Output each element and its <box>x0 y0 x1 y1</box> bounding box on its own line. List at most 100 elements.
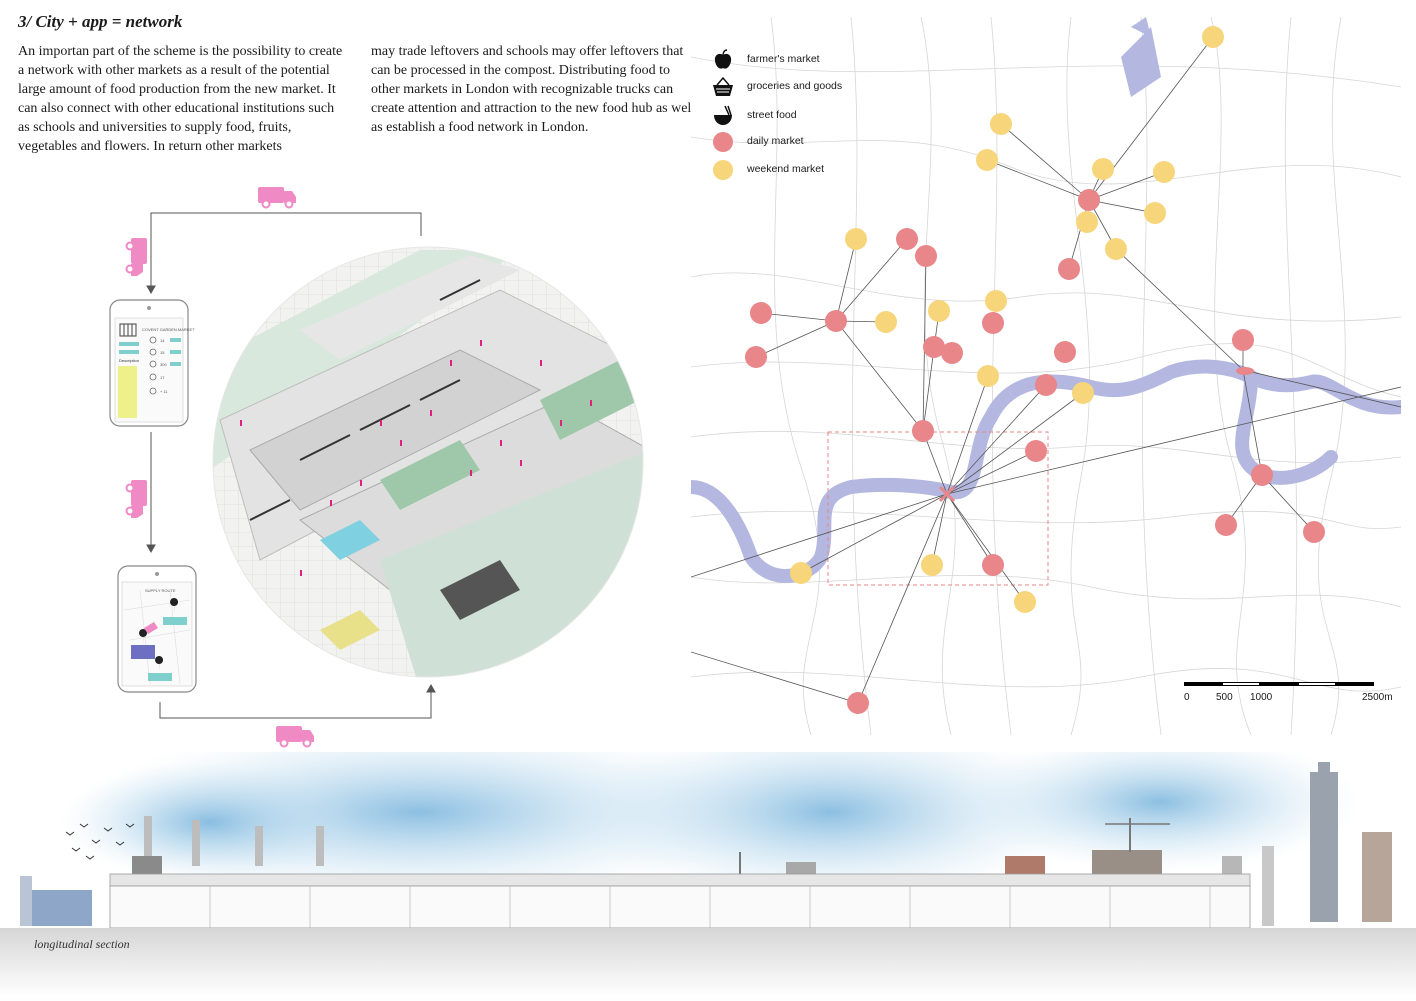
flow-lines <box>146 212 436 719</box>
location-pin-icon <box>170 598 179 614</box>
phone-route-title: SUPPLY ROUTE <box>145 588 176 593</box>
truck-marker-icon <box>144 622 158 634</box>
skyline-left <box>20 876 92 926</box>
weekend-market-node <box>928 300 950 322</box>
weekend-market-node <box>845 228 867 250</box>
daily-market-node <box>750 302 772 324</box>
daily-market-node <box>847 692 869 714</box>
scale-segment <box>1336 682 1374 686</box>
weekend-market-node <box>985 290 1007 312</box>
phone-row-value: 300 <box>160 362 167 367</box>
market-hall-section <box>109 885 1251 929</box>
legend-label: street food <box>747 109 797 121</box>
daily-market-node <box>1054 341 1076 363</box>
legend-item: daily market <box>711 130 911 154</box>
phone-market-title: COVENT GARDEN MARKET <box>142 327 195 332</box>
daily-market-node <box>1232 329 1254 351</box>
scale-segment <box>1222 682 1260 686</box>
truck-icon <box>125 480 147 518</box>
daily-market-node <box>1251 464 1273 486</box>
phone-app-market: COVENT GARDEN MARKET Description 14 15 3… <box>109 299 195 427</box>
scale-label: 500 <box>1216 692 1233 703</box>
weekend-market-node <box>1202 26 1224 48</box>
daily-market-node <box>912 420 934 442</box>
legend-item: farmer's market <box>711 48 911 72</box>
scale-label: 2500m <box>1362 692 1393 703</box>
scale-segment <box>1298 682 1336 686</box>
scale-label: 0 <box>1184 692 1190 703</box>
phone-row-value: + 11 <box>160 389 168 394</box>
weekend-market-node <box>1153 161 1175 183</box>
daily-market-dot <box>713 132 733 152</box>
intro-paragraph-right: may trade leftovers and schools may offe… <box>371 44 696 135</box>
weekend-market-node <box>921 554 943 576</box>
market-axonometric-illustration <box>213 247 643 677</box>
truck-icon <box>125 238 147 276</box>
fish-market-icon <box>1236 367 1254 375</box>
daily-market-node <box>896 228 918 250</box>
basket-icon <box>713 76 733 96</box>
london-network-map <box>691 17 1401 735</box>
weekend-market-node <box>1105 238 1127 260</box>
weekend-market-node <box>1076 211 1098 233</box>
scale-segment <box>1184 682 1222 686</box>
scale-label: 1000 <box>1250 692 1273 703</box>
phone-description-label: Description <box>119 358 139 363</box>
scale-segment <box>1260 682 1298 686</box>
legend-label: weekend market <box>747 163 825 175</box>
daily-market-node <box>982 554 1004 576</box>
location-pin-icon <box>139 629 148 645</box>
daily-market-node <box>745 346 767 368</box>
location-pin-icon <box>155 656 164 672</box>
daily-market-node <box>941 342 963 364</box>
weekend-market-node <box>1014 591 1036 613</box>
phone-row-value: 17 <box>160 375 165 380</box>
weekend-market-node <box>990 113 1012 135</box>
daily-market-node <box>1058 258 1080 280</box>
daily-market-node <box>915 245 937 267</box>
legend-label: farmer's market <box>747 53 820 65</box>
phone-row-value: 15 <box>160 350 165 355</box>
weekend-market-node <box>976 149 998 171</box>
legend-label: daily market <box>747 135 804 147</box>
weekend-market-node <box>1092 158 1114 180</box>
apple-icon <box>714 49 732 69</box>
intro-paragraph-left: An importan part of the scheme is the po… <box>18 44 343 154</box>
weekend-market-node <box>1072 382 1094 404</box>
legend-item: weekend market <box>711 158 911 182</box>
section-caption: longitudinal section <box>34 937 130 951</box>
birds <box>65 823 135 860</box>
daily-market-node <box>1035 374 1057 396</box>
ground <box>0 928 1416 997</box>
weekend-market-node <box>977 365 999 387</box>
daily-market-node <box>825 310 847 332</box>
weekend-market-node <box>1144 202 1166 224</box>
market-building-icon <box>119 323 137 337</box>
weekend-market-dot <box>713 160 733 180</box>
phone-row-value: 14 <box>160 338 165 343</box>
market-nodes <box>745 26 1325 714</box>
market-roof <box>109 873 1251 887</box>
reservoir <box>1121 17 1161 97</box>
supply-cycle-diagram: COVENT GARDEN MARKET Description 14 15 3… <box>109 187 644 748</box>
daily-market-node <box>982 312 1004 334</box>
site-boundary <box>827 431 1049 586</box>
daily-market-node <box>923 336 945 358</box>
longitudinal-section-illustration <box>0 752 1416 997</box>
page-heading: 3/ City + app = network <box>18 12 183 31</box>
legend-label: groceries and goods <box>747 80 843 92</box>
weekend-market-node <box>875 311 897 333</box>
phone-app-route: SUPPLY ROUTE <box>117 565 197 693</box>
daily-market-node <box>1078 189 1100 211</box>
legend-item: groceries and goods <box>711 75 911 99</box>
weekend-market-node <box>790 562 812 584</box>
section-bays <box>209 886 1211 928</box>
legend-item: street food <box>711 104 911 128</box>
street-food-icon <box>714 105 732 125</box>
truck-icon <box>276 726 314 748</box>
daily-market-node <box>1215 514 1237 536</box>
daily-market-node <box>1303 521 1325 543</box>
new-market-hub-icon <box>938 485 956 503</box>
daily-market-node <box>1025 440 1047 462</box>
truck-icon <box>258 187 296 209</box>
